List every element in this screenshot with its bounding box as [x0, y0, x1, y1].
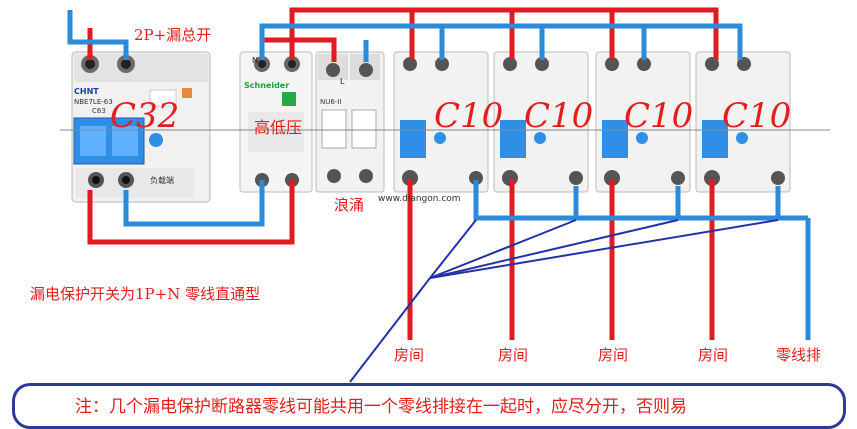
bottom-note-text: 注：几个漏电保护断路器零线可能共用一个零线排接在一起时，应尽分开，否则易: [75, 397, 687, 417]
voltage-protector: Schneider: [239, 51, 313, 193]
branch-breaker: [695, 51, 791, 193]
branch-breaker: [595, 51, 691, 193]
neutral-wires: [67, 10, 811, 340]
branch-rating-label: C10: [524, 96, 594, 136]
main-switch-label: 2P+漏总开: [134, 26, 212, 44]
surge-protector: NU6-II: [315, 51, 385, 193]
branch-breaker: [493, 51, 589, 193]
branch-breakers: [393, 51, 791, 193]
branch-rating-label: C10: [434, 96, 504, 136]
live-bus-wire: [289, 7, 719, 60]
main-rating-label: C32: [110, 96, 180, 136]
terminal-l-label: L: [340, 77, 345, 86]
rcd-type-note: 漏电保护开关为1P+N 零线直通型: [30, 285, 261, 303]
main-to-protector-live: [87, 180, 295, 245]
main-spec-text: C63: [92, 107, 106, 115]
room-label: 房间: [598, 346, 629, 364]
annotation-lines: [349, 219, 779, 383]
room-label: 房间: [394, 346, 425, 364]
surge-protector-label: 浪涌: [334, 196, 365, 214]
website-watermark: www.diangon.com: [378, 194, 461, 204]
neutral-input-wire: [67, 10, 129, 60]
surge-model-text: NU6-II: [320, 98, 341, 106]
main-load-text: 负载端: [150, 175, 174, 185]
branch-rating-label: C10: [722, 96, 792, 136]
neutral-bar-label: 零线排: [776, 346, 822, 364]
main-brand-text: CHNT: [74, 87, 99, 96]
neutral-bus-wire: [259, 23, 743, 60]
live-wires: [87, 7, 719, 340]
protector-brand-text: Schneider: [244, 81, 289, 90]
branch-rating-label: C10: [624, 96, 694, 136]
main-to-protector-neutral: [123, 180, 265, 227]
voltage-protector-label: 高低压: [254, 118, 303, 137]
room-label: 房间: [698, 346, 729, 364]
main-rcd-breaker: CHNT NBE7LE-63 C63 负载端: [71, 51, 211, 203]
neutral-collector-wire: [473, 186, 808, 221]
terminal-n-label: N: [252, 56, 258, 65]
bottom-note-box: 注：几个漏电保护断路器零线可能共用一个零线排接在一起时，应尽分开，否则易: [12, 383, 846, 429]
wiring-diagram: CHNT NBE7LE-63 C63 负载端 Schneider NU6-II: [60, 7, 830, 383]
room-label: 房间: [498, 346, 529, 364]
main-model-text: NBE7LE-63: [74, 98, 113, 106]
